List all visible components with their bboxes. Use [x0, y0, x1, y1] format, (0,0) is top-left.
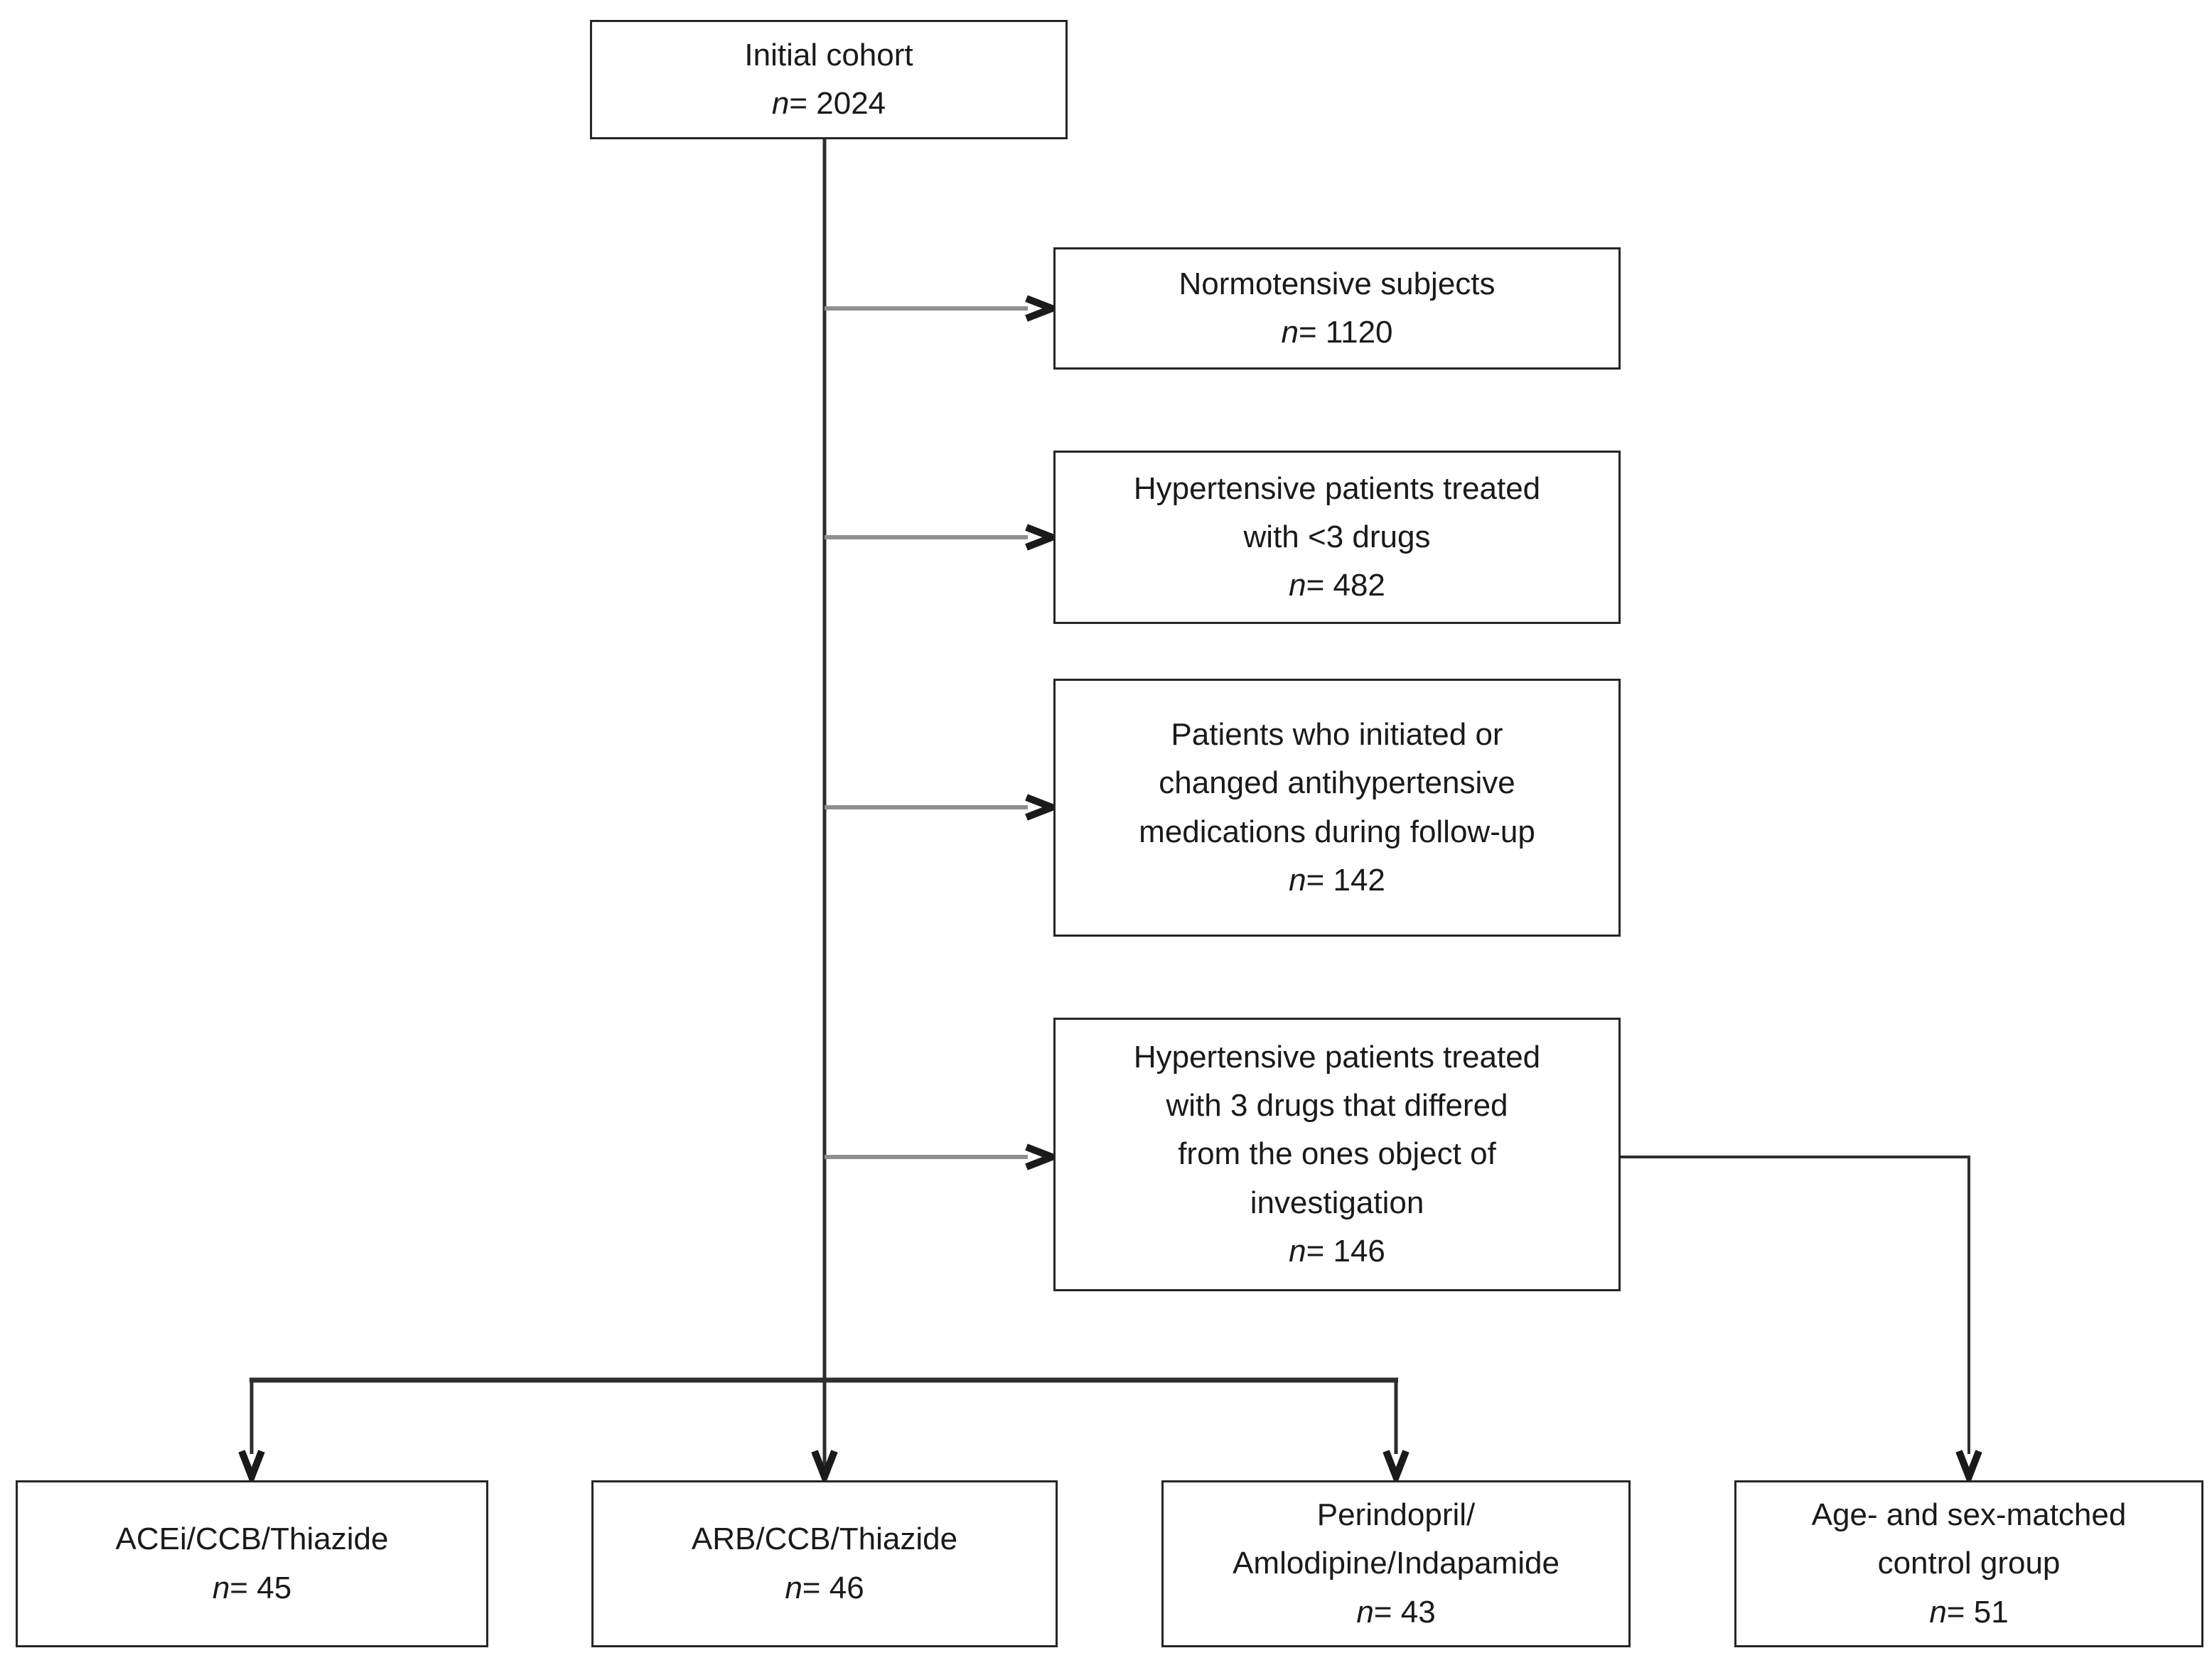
box-group-perindopril-amlodipine-indapamide: Perindopril/Amlodipine/Indapamide n= 43	[1161, 1480, 1631, 1647]
box-text-line: with <3 drugs	[1243, 519, 1431, 554]
n-symbol: n	[212, 1570, 230, 1605]
box-n-line: n= 482	[1289, 568, 1385, 603]
n-symbol: n	[1356, 1594, 1374, 1630]
box-text-line: Perindopril/	[1316, 1497, 1476, 1533]
arrowhead-lt3drugs-icon	[1025, 524, 1062, 551]
box-n-line: n= 46	[785, 1570, 864, 1605]
box-text-line: Hypertensive patients treated	[1133, 470, 1541, 506]
box-n-line: n= 51	[1929, 1594, 2009, 1630]
arrowhead-normotensive-icon	[1025, 295, 1062, 322]
box-n-line: n= 2024	[771, 86, 886, 121]
box-text-line: medications during follow-up	[1139, 814, 1535, 849]
box-text-line: control group	[1877, 1546, 2061, 1581]
box-n-line: n= 45	[212, 1570, 292, 1605]
box-text-line: Amlodipine/Indapamide	[1233, 1546, 1559, 1581]
box-n-line: n= 1120	[1281, 315, 1393, 350]
box-group-control: Age- and sex-matched control group n= 51	[1734, 1480, 2203, 1647]
box-n-line: n= 43	[1356, 1594, 1436, 1630]
box-text-line: Normotensive subjects	[1179, 266, 1496, 301]
box-text-line: investigation	[1250, 1185, 1424, 1220]
box-excluded-other-3-drugs: Hypertensive patients treated with 3 drug…	[1053, 1018, 1621, 1291]
box-text-line: Age- and sex-matched	[1811, 1497, 2127, 1533]
n-symbol: n	[1281, 315, 1299, 350]
box-initial-cohort: Initial cohort n= 2024	[590, 20, 1068, 139]
n-symbol: n	[1929, 1594, 1947, 1630]
box-text-line: with 3 drugs that differed	[1166, 1088, 1508, 1124]
box-text-line: changed antihypertensive	[1159, 765, 1515, 801]
box-text-line: ARB/CCB/Thiazide	[691, 1522, 958, 1557]
box-excluded-medication-changes: Patients who initiated or changed antihyp…	[1053, 679, 1621, 937]
arrowhead-medchange-icon	[1025, 794, 1062, 821]
n-symbol: n	[1289, 1233, 1306, 1269]
box-n-line: n= 146	[1289, 1233, 1385, 1269]
arrowhead-arb-icon	[811, 1450, 838, 1487]
box-text-line: Initial cohort	[744, 37, 913, 72]
n-symbol: n	[771, 86, 790, 121]
arrowhead-other3drugs-icon	[1025, 1143, 1062, 1170]
box-text-line: Patients who initiated or	[1171, 717, 1503, 753]
box-text-line: ACEi/CCB/Thiazide	[115, 1522, 389, 1557]
box-group-acei-ccb-thiazide: ACEi/CCB/Thiazide n= 45	[16, 1480, 488, 1647]
n-symbol: n	[1289, 862, 1306, 898]
n-symbol: n	[785, 1570, 802, 1605]
box-text-line: Hypertensive patients treated	[1133, 1040, 1541, 1075]
arrowhead-perindopril-icon	[1382, 1450, 1410, 1487]
box-excluded-normotensive: Normotensive subjects n= 1120	[1053, 247, 1621, 370]
n-symbol: n	[1289, 568, 1306, 603]
arrowhead-acei-icon	[238, 1450, 265, 1487]
box-excluded-less-than-3-drugs: Hypertensive patients treated with <3 dru…	[1053, 451, 1621, 624]
box-text-line: from the ones object of	[1178, 1136, 1496, 1172]
box-group-arb-ccb-thiazide: ARB/CCB/Thiazide n= 46	[591, 1480, 1058, 1647]
arrowhead-control-icon	[1955, 1450, 1982, 1487]
box-n-line: n= 142	[1289, 862, 1385, 898]
